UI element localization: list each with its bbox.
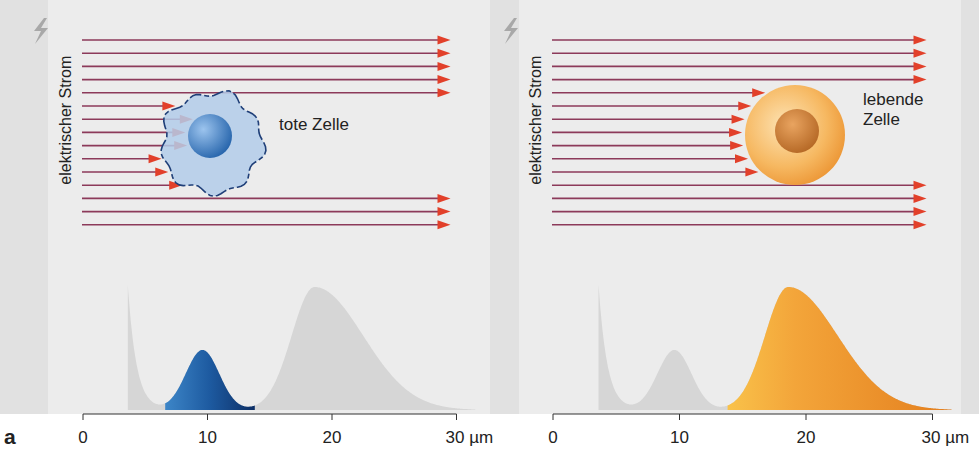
axis-tick [456, 414, 457, 420]
current-line [552, 52, 917, 54]
background [0, 0, 979, 414]
axis-tick-label: 30 µm [446, 428, 494, 448]
arrowhead [914, 181, 927, 190]
arrowhead [438, 62, 451, 71]
current-line [552, 158, 738, 160]
live-cell [745, 85, 845, 185]
nucleus [775, 109, 819, 153]
axis-tick [553, 414, 554, 420]
axis-tick [679, 414, 680, 420]
cell-label: lebende Zelle [863, 90, 935, 129]
axis-tick [207, 414, 208, 420]
current-line [552, 224, 917, 226]
dead-cell-peak [165, 350, 255, 410]
current-line [82, 224, 441, 226]
arrowhead [438, 207, 451, 216]
panel [519, 0, 961, 414]
axis-tick-label: 20 [323, 428, 342, 448]
current-line [82, 66, 441, 68]
axis-tick [332, 414, 333, 420]
current-line [82, 198, 441, 200]
axis-tick [806, 414, 807, 420]
current-line [552, 92, 755, 94]
arrowhead [738, 102, 751, 111]
axis-tick-label: 10 [198, 428, 217, 448]
axis-tick [932, 414, 933, 420]
current-line [82, 79, 441, 81]
current-line [552, 66, 917, 68]
arrowhead [732, 115, 745, 124]
arrowhead [914, 36, 927, 45]
arrowhead [914, 220, 927, 229]
arrowhead [438, 88, 451, 97]
axis-tick [83, 414, 84, 420]
arrowhead [914, 75, 927, 84]
current-line [552, 145, 733, 147]
arrowhead [914, 207, 927, 216]
arrowhead [735, 154, 748, 163]
current-line [82, 52, 441, 54]
current-line [552, 211, 917, 213]
current-line [552, 198, 917, 200]
current-line [82, 132, 175, 134]
arrowhead [914, 49, 927, 58]
arrowhead [155, 168, 168, 177]
panel [48, 0, 490, 414]
arrowhead [730, 141, 743, 150]
arrowhead [438, 49, 451, 58]
arrowhead [914, 194, 927, 203]
current-line [552, 39, 917, 41]
arrowhead [745, 168, 758, 177]
axis-tick-label: 0 [78, 428, 87, 448]
live-cell-peak [728, 287, 952, 410]
axis-title: elektrischer Strom [57, 56, 75, 185]
arrowhead [438, 36, 451, 45]
current-line [552, 105, 741, 107]
current-line [82, 184, 172, 186]
axis-tick-label: 30 µm [922, 428, 970, 448]
axis-tick-label: 10 [670, 428, 689, 448]
axis-tick-label: 0 [548, 428, 557, 448]
nucleus [188, 114, 232, 158]
size-distribution [599, 285, 952, 410]
arrowhead [438, 220, 451, 229]
arrowhead [752, 88, 765, 97]
current-line [82, 105, 165, 107]
current-line [552, 118, 735, 120]
axis-tick-label: 20 [797, 428, 816, 448]
current-line [82, 158, 152, 160]
current-line [82, 92, 441, 94]
current-line [552, 79, 917, 81]
axis [83, 414, 457, 415]
current-line [552, 171, 748, 173]
arrowhead [729, 128, 742, 137]
lightning-icon [504, 18, 518, 44]
axis [553, 414, 933, 415]
panel-letter: a [4, 425, 16, 449]
arrowhead [438, 75, 451, 84]
arrowhead [149, 154, 162, 163]
current-line [552, 184, 917, 186]
axis-title: elektrischer Strom [527, 56, 545, 185]
cell-label: tote Zelle [279, 115, 349, 135]
current-line [82, 39, 441, 41]
current-line [552, 132, 732, 134]
size-distribution [128, 285, 475, 410]
arrowhead [914, 62, 927, 71]
current-line [82, 211, 441, 213]
dead-cell [161, 91, 266, 196]
current-line [82, 171, 158, 173]
arrowhead [438, 194, 451, 203]
lightning-icon [34, 18, 48, 44]
